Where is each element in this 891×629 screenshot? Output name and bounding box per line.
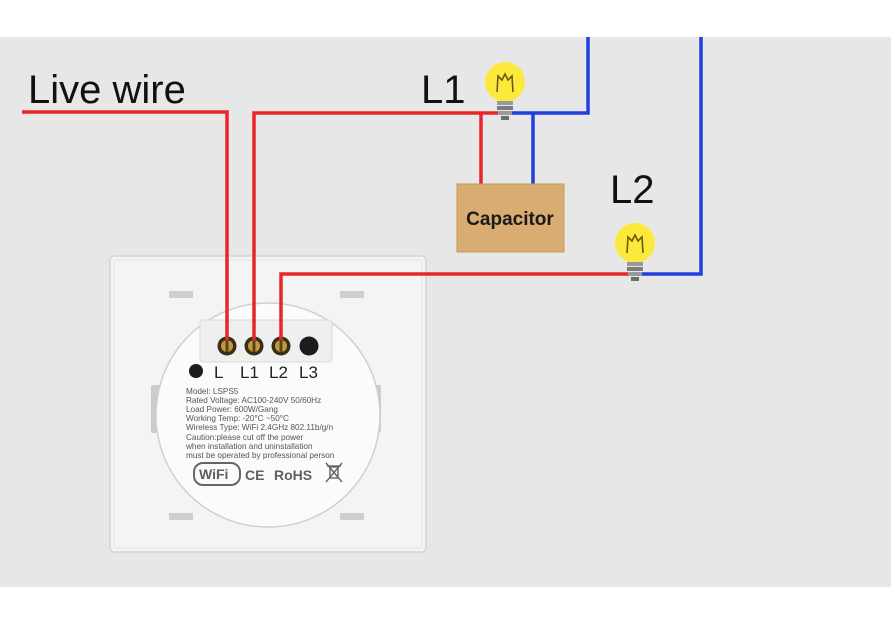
rohs-mark: RoHS [274, 467, 312, 483]
spec-line: must be operated by professional person [186, 451, 335, 460]
spec-line: Load Power: 600W/Gang [186, 405, 278, 414]
mount-slot [169, 513, 193, 520]
switch-plate: L L1 L2 L3 Model: LSPS5 Rated Voltage: A… [109, 255, 427, 553]
terminal-screw-l [217, 336, 237, 356]
capacitor-box [456, 183, 565, 253]
live-wire-label: Live wire [28, 68, 186, 112]
weee-bin-icon [325, 462, 343, 483]
l2-wire-line [279, 272, 634, 340]
spec-line: Wireless Type: WiFi 2.4GHz 802.11b/g/n [186, 423, 334, 432]
l1-wire-line [252, 111, 502, 340]
spec-line: when installation and uninstallation [185, 442, 313, 451]
wifi-logo-frame [193, 462, 241, 486]
live-wires [22, 110, 634, 340]
live-wire-line [22, 110, 229, 340]
l2-neutral-line [640, 37, 703, 276]
mount-slot [340, 291, 364, 298]
housing-hole [189, 364, 203, 378]
spec-line: Caution:please cut off the power [186, 433, 304, 442]
terminal-screw-l1 [244, 336, 264, 356]
mount-slot [169, 291, 193, 298]
capacitor-label: Capacitor [466, 209, 554, 230]
spec-line: Working Temp: -20°C ~50°C [186, 414, 289, 423]
terminal-label-l3: L3 [299, 363, 318, 382]
terminal-label-l1: L1 [240, 363, 259, 382]
ce-mark: CE [245, 467, 264, 483]
neutral-wires [507, 37, 703, 276]
wifi-logo: WiFi [199, 466, 228, 482]
lightbulb-l1-icon [485, 62, 525, 120]
terminal-label-l: L [214, 363, 223, 382]
l1-label: L1 [421, 68, 466, 112]
spec-line: Model: LSPS5 [186, 387, 239, 396]
terminal-screw-l3 [299, 336, 319, 356]
terminal-screw-l2 [271, 336, 291, 356]
lightbulb-l2-icon [615, 223, 655, 281]
mount-slot [340, 513, 364, 520]
spec-line: Rated Voltage: AC100-240V 50/60Hz [186, 396, 321, 405]
terminal-label-l2: L2 [269, 363, 288, 382]
l2-label: L2 [610, 168, 655, 212]
